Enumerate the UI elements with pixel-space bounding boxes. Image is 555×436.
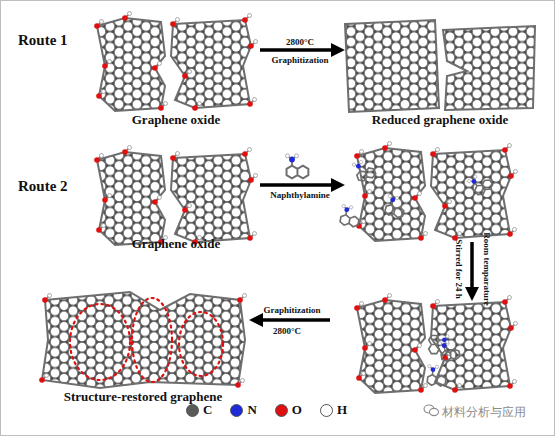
illustration-node: Structure-restored graphene [32,285,254,405]
arrow-label: Naphthylamine [270,190,330,200]
arrow-label: Stirred for 24 h [454,239,464,298]
atom-swatch [320,404,333,417]
legend: CNOH [186,402,365,418]
legend-item: O [275,402,302,418]
arrow-label: Graphitization [271,55,328,65]
illustration-node: Reduced graphene oxide [340,12,540,128]
illustration-node [330,296,545,396]
process-arrow [260,183,340,187]
process-arrow [470,242,474,296]
legend-item: N [230,402,256,418]
legend-item: C [186,402,212,418]
condition-label: Room temparature [482,232,492,306]
illustration-node: Graphene oxide [92,12,260,128]
route-label: Route 1 [18,32,68,49]
illustration-node [340,145,545,242]
node-caption: Structure-restored graphene [12,389,274,405]
node-caption: Reduced graphene oxide [320,112,555,128]
legend-text: O [292,402,302,418]
legend-text: H [337,402,347,418]
atom-swatch [186,404,199,417]
arrow-label: Graphitization [263,305,320,315]
node-caption: Graphene oxide [72,112,280,128]
process-arrow [260,48,340,52]
legend-item: H [320,402,347,418]
node-caption: Graphene oxide [72,236,280,252]
process-arrow [254,318,330,322]
atom-swatch [230,404,243,417]
legend-text: C [203,402,212,418]
temperature-label: 2800°C [273,326,301,336]
legend-text: N [247,402,256,418]
atom-swatch [275,404,288,417]
route-label: Route 2 [18,178,68,195]
temperature-label: 2800°C [286,37,314,47]
illustration-node: Graphene oxide [92,150,260,252]
watermark: 材料分析与应用 [442,404,526,421]
